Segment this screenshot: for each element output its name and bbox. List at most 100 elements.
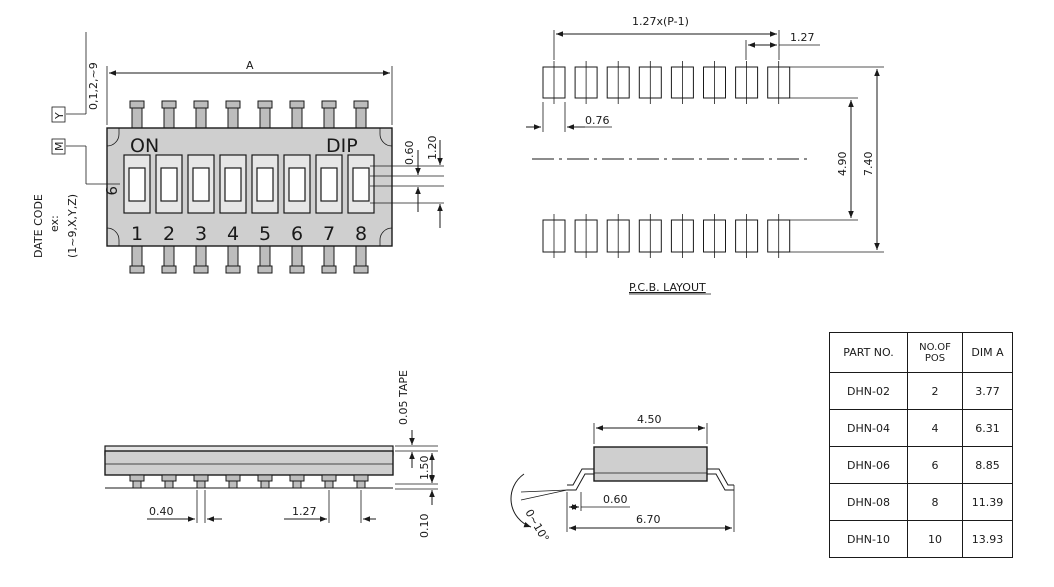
cell-dim-a: 8.85: [962, 446, 1013, 484]
side-pin-shoulder: [353, 474, 369, 482]
on-label: ON: [130, 135, 159, 157]
cell-part-no: DHN-06: [829, 446, 908, 484]
side-pin-shoulder: [193, 474, 209, 482]
top-view-pins: [129, 100, 369, 274]
side-dimensions: 0.05 TAPE 1.50 0.10 0.40 1.27: [147, 370, 438, 538]
dimension-slot-heights: 0.60 1.20: [370, 136, 444, 228]
pin-lead: [163, 245, 175, 267]
m-box: [51, 138, 66, 155]
side-pins: [129, 474, 369, 489]
pin-tip: [161, 100, 177, 109]
switch-actuator: [320, 167, 338, 202]
side-pin-foot: [196, 480, 206, 489]
position-number: 4: [227, 223, 239, 245]
corner-notch: [106, 128, 120, 147]
header-dim-a: DIM A: [962, 332, 1013, 373]
pin-tip: [289, 100, 305, 109]
pin-tip: [193, 265, 209, 274]
cell-part-no: DHN-08: [829, 483, 908, 521]
end-body-width: 4.50: [637, 413, 662, 426]
pcb-row-outer: 7.40: [862, 152, 875, 177]
side-pin-foot: [164, 480, 174, 489]
pcb-title: P.C.B. LAYOUT: [629, 281, 706, 294]
pcb-row-inner: 4.90: [836, 152, 849, 177]
dim-060: 0.60: [403, 141, 416, 166]
table-row: DHN-04 4 6.31: [829, 409, 1013, 447]
pin-lead: [227, 107, 239, 129]
cell-positions: 2: [907, 372, 963, 410]
pin-lead: [131, 107, 143, 129]
end-lead-right: [707, 473, 734, 491]
date-code-digits: 0,1,2,~9: [87, 62, 100, 110]
pin-tip: [289, 265, 305, 274]
pin-tip: [353, 100, 369, 109]
pin-lead: [291, 107, 303, 129]
pin-tip: [129, 100, 145, 109]
pin-lead: [323, 245, 335, 267]
table-header-row: PART NO. NO.OF POS DIM A: [829, 332, 1013, 373]
corner-notch: [106, 227, 120, 246]
date-code-legend: DATE CODE ex: (1~9,X,Y,Z) M Y 0,1,2,~9: [32, 32, 120, 258]
cell-dim-a: 6.31: [962, 409, 1013, 447]
side-pin-foot: [292, 480, 302, 489]
pcb-pitch-formula: 1.27x(P-1): [632, 15, 689, 28]
table-row: DHN-10 10 13.93: [829, 520, 1013, 558]
side-tape-dim: 0.05 TAPE: [397, 370, 410, 425]
switch-actuator: [288, 167, 306, 202]
cell-part-no: DHN-10: [829, 520, 908, 558]
position-number: 6: [291, 223, 303, 245]
pin-lead: [163, 107, 175, 129]
switch-slot: [155, 154, 183, 214]
position-number: 5: [259, 223, 271, 245]
side-height: 1.50: [418, 456, 431, 481]
header-no-of-pos-label: NO.OF POS: [919, 341, 951, 364]
end-lead-left-inner: [567, 468, 594, 486]
pcb-pads: [542, 61, 791, 258]
position-number: 2: [163, 223, 175, 245]
dimension-a: A: [106, 59, 393, 125]
side-pin-shoulder: [161, 474, 177, 482]
pcb-dimensions: 1.27x(P-1) 1.27 0.76 4.90 7.40: [526, 15, 884, 253]
pin-lead: [355, 245, 367, 267]
switch-slots: [123, 154, 375, 214]
table-row: DHN-02 2 3.77: [829, 372, 1013, 410]
side-pin-shoulder: [225, 474, 241, 482]
pin-tip: [257, 100, 273, 109]
switch-actuator: [224, 167, 242, 202]
side-pin-foot: [324, 480, 334, 489]
cell-dim-a: 13.93: [962, 520, 1013, 558]
end-view: 4.50 0.60 6.70 0~10°: [510, 413, 735, 544]
side-pin-foot: [260, 480, 270, 489]
side-pin-foot: [228, 480, 238, 489]
corner-notch: [379, 128, 393, 147]
switch-slot: [251, 154, 279, 214]
pcb-pitch: 1.27: [790, 31, 815, 44]
position-number: 8: [355, 223, 367, 245]
cell-dim-a: 11.39: [962, 483, 1013, 521]
side-body: [104, 450, 394, 476]
pin-tip: [193, 100, 209, 109]
pcb-pad-width: 0.76: [585, 114, 610, 127]
end-foot: 0.60: [603, 493, 628, 506]
side-pin-shoulder: [321, 474, 337, 482]
corner-notch: [379, 227, 393, 246]
table-row: DHN-06 6 8.85: [829, 446, 1013, 484]
pin-lead: [323, 107, 335, 129]
cell-dim-a: 3.77: [962, 372, 1013, 410]
dim-a-label: A: [246, 59, 254, 72]
pin-tip: [353, 265, 369, 274]
side-standoff: 0.10: [418, 514, 431, 539]
cell-part-no: DHN-04: [829, 409, 908, 447]
side-pin-shoulder: [129, 474, 145, 482]
dip-label: DIP: [326, 135, 358, 157]
cell-positions: 8: [907, 483, 963, 521]
m-box-label: M: [53, 142, 66, 152]
cell-positions: 10: [907, 520, 963, 558]
end-lead-right-inner: [707, 468, 734, 486]
cell-positions: 6: [907, 446, 963, 484]
pin-lead: [195, 245, 207, 267]
switch-actuator: [192, 167, 210, 202]
pin-tip: [225, 100, 241, 109]
